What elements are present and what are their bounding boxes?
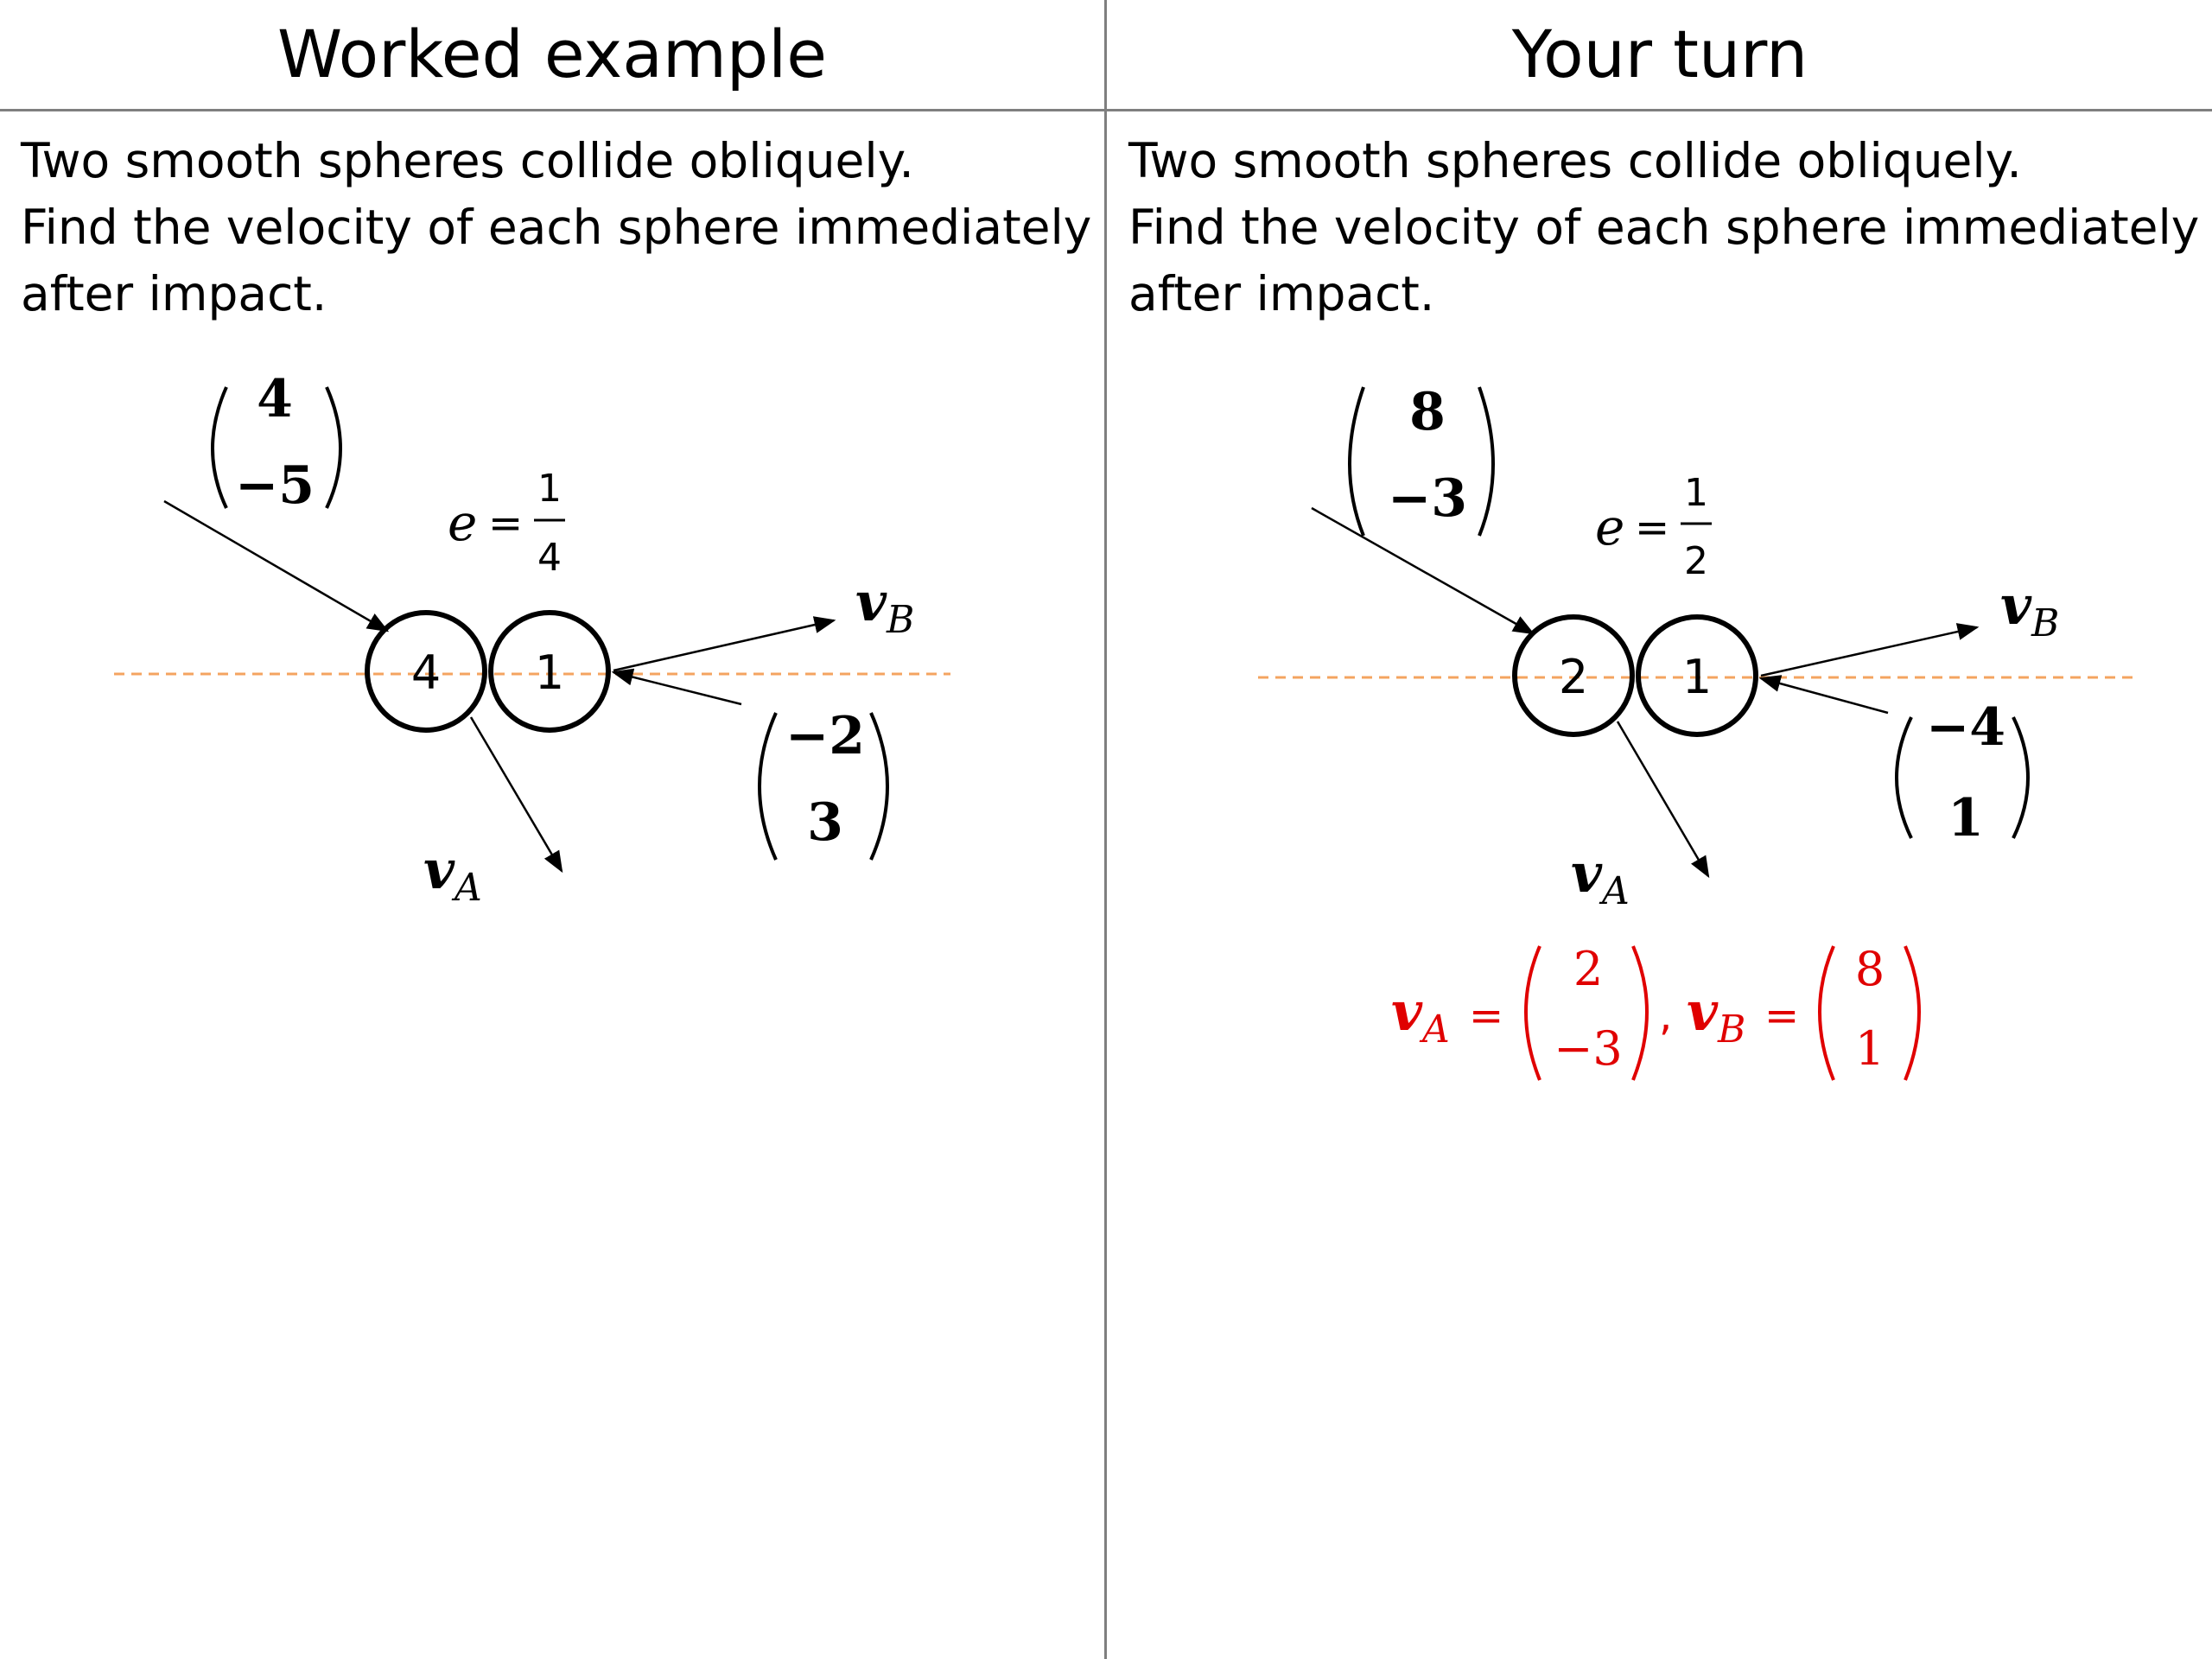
- problem-line: Find the velocity of each sphere immedia…: [21, 200, 1092, 255]
- problem-line: Two smooth spheres collide obliquely.: [21, 133, 914, 188]
- answer-va-equals: =: [1469, 992, 1503, 1040]
- arrow-ub: [611, 668, 742, 706]
- ub-right-paren: [2012, 716, 2030, 839]
- sphere-a: [365, 610, 487, 733]
- arrow-vb: [613, 616, 836, 672]
- restitution-numerator: 1: [537, 467, 562, 511]
- ub-x: −4: [1926, 697, 2005, 758]
- worked-example-collision-diagram: 4 1 4 −5 −2 3 e = 1 4 vB vA: [114, 369, 950, 910]
- ua-right-paren: [325, 386, 342, 509]
- ub-y: 3: [807, 792, 843, 853]
- restitution-symbol: e: [448, 493, 477, 552]
- answer-comma: ,: [1659, 992, 1672, 1040]
- ua-right-paren: [1478, 386, 1495, 537]
- answer-vb-left-paren: [1818, 945, 1835, 1081]
- arrow-ua: [1311, 506, 1535, 635]
- answer-va-label: vA: [1391, 980, 1450, 1052]
- restitution-denominator: 4: [537, 536, 562, 580]
- your-turn-collision-diagram: 2 1 8 −3 −4 1 e = 1 2 vB vA vA = 2 −3 , …: [1258, 382, 2134, 1081]
- restitution-numerator: 1: [1684, 471, 1708, 515]
- answer: vA = 2 −3 , vB = 8 1: [1391, 942, 1921, 1081]
- sphere-a: [1512, 614, 1635, 737]
- restitution-symbol: e: [1595, 498, 1624, 556]
- vb-label: vB: [855, 570, 914, 642]
- answer-vb-label: vB: [1687, 980, 1745, 1052]
- va-label: vA: [423, 838, 482, 910]
- sphere-b-mass: 1: [535, 645, 564, 700]
- answer-vb-y: 1: [1855, 1021, 1885, 1076]
- vb-label: vB: [2000, 574, 2059, 645]
- problem-line: after impact.: [1128, 266, 1435, 321]
- worked-example-problem-text: Two smooth spheres collide obliquely. Fi…: [21, 128, 1101, 327]
- answer-vb-x: 8: [1855, 942, 1885, 996]
- ua-x: 4: [257, 369, 293, 429]
- answer-vb-equals: =: [1764, 992, 1799, 1040]
- your-turn-title: Your turn: [1511, 16, 1808, 92]
- arrow-ua: [163, 499, 390, 632]
- ua-left-paren: [1348, 386, 1365, 537]
- arrow-va: [469, 716, 563, 874]
- answer-vb-right-paren: [1904, 945, 1921, 1081]
- column-divider: [1104, 0, 1107, 1659]
- ub-x: −2: [785, 706, 865, 766]
- ub-left-paren: [1895, 716, 1913, 839]
- ub-left-paren: [758, 712, 778, 861]
- va-label: vA: [1571, 842, 1630, 913]
- restitution-equals: =: [1635, 504, 1669, 552]
- answer-va-right-paren: [1631, 945, 1649, 1081]
- restitution-equals: =: [488, 499, 523, 548]
- arrow-vb: [1760, 623, 1980, 677]
- ua-x: 8: [1409, 382, 1446, 442]
- ub-right-paren: [869, 712, 889, 861]
- ua-y: −3: [1388, 468, 1467, 529]
- sphere-b: [1636, 614, 1758, 737]
- sphere-a-mass: 4: [411, 645, 441, 700]
- sphere-b-mass: 1: [1682, 650, 1712, 704]
- ua-left-paren: [211, 386, 228, 509]
- answer-va-left-paren: [1524, 945, 1541, 1081]
- ua-y: −5: [235, 455, 315, 516]
- problem-line: Find the velocity of each sphere immedia…: [1128, 200, 2200, 255]
- ub-y: 1: [1948, 788, 1984, 849]
- restitution-denominator: 2: [1684, 539, 1708, 583]
- problem-line: Two smooth spheres collide obliquely.: [1128, 133, 2022, 188]
- sphere-b: [488, 610, 611, 733]
- your-turn-problem-text: Two smooth spheres collide obliquely. Fi…: [1128, 128, 2209, 327]
- sphere-a-mass: 2: [1559, 650, 1588, 704]
- worked-example-title: Worked example: [276, 16, 828, 92]
- answer-va-y: −3: [1554, 1021, 1623, 1076]
- answer-va-x: 2: [1573, 942, 1603, 996]
- arrow-ub: [1758, 675, 1889, 715]
- arrow-va: [1616, 721, 1710, 879]
- problem-line: after impact.: [21, 266, 327, 321]
